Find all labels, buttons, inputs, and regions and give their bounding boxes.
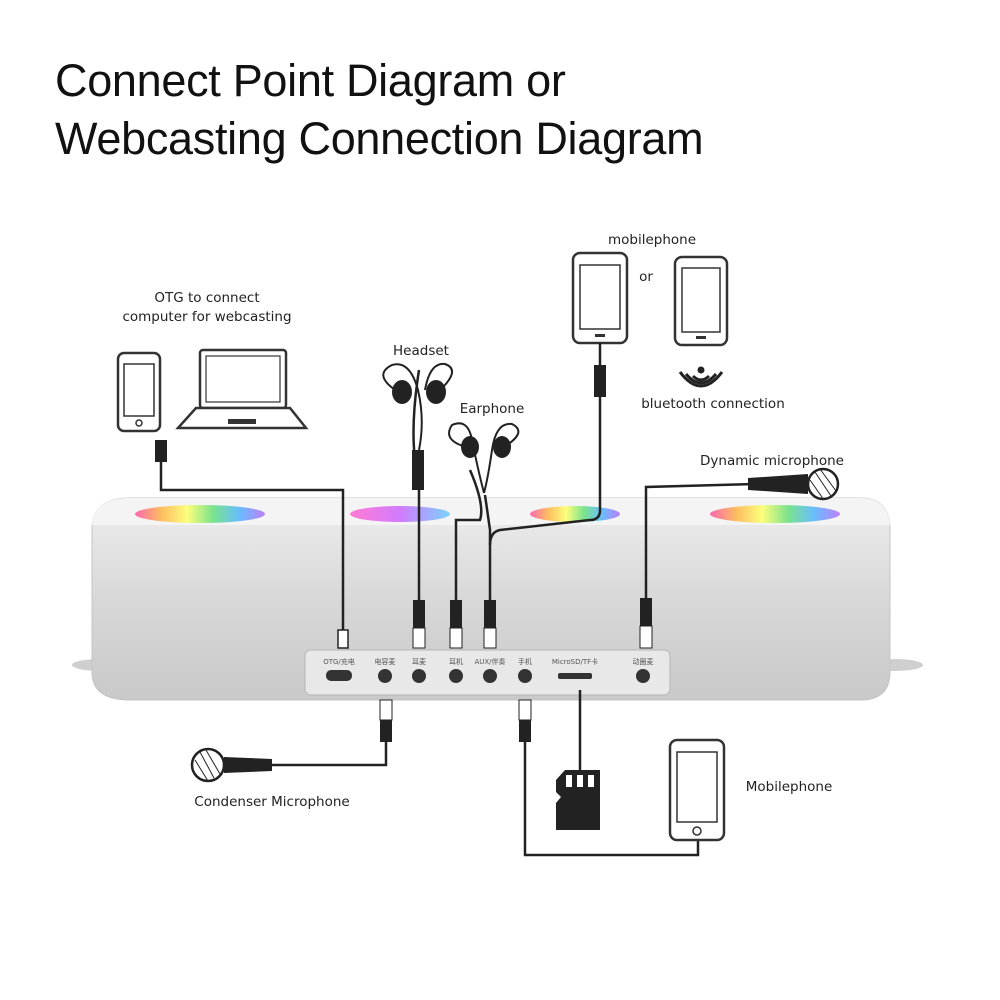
mobile-phone-bluetooth-icon	[673, 255, 729, 347]
jack-phone	[518, 669, 532, 683]
otg-usbc-plug	[337, 629, 349, 649]
rgb-light-4	[710, 505, 840, 523]
jack-earphone	[449, 669, 463, 683]
earphone-plug	[450, 600, 462, 628]
mobile-phone-wired-icon	[571, 251, 629, 365]
rgb-light-2	[350, 506, 450, 522]
usb-c-port	[326, 670, 352, 681]
headset-inline-remote	[412, 450, 424, 490]
microsd-card-icon	[556, 770, 600, 830]
port-label-phone: 手机	[518, 657, 532, 666]
title-line-1: Connect Point Diagram or	[55, 55, 566, 106]
mobile-cable	[523, 740, 700, 857]
mixer-device: OTG/充电 电容麦 耳麦 耳机 AUX/伴奏 手机 MicroSD/TF卡 动…	[72, 497, 923, 701]
jack-condenser	[378, 669, 392, 683]
port-label-headset: 耳麦	[412, 657, 426, 666]
title-line-2: Webcasting Connection Diagram	[55, 113, 704, 164]
label-mobilephone-top: mobilephone	[608, 232, 696, 248]
dynamic-microphone-icon	[748, 467, 840, 501]
condenser-plug-tip	[379, 699, 393, 721]
port-label-microsd: MicroSD/TF卡	[552, 657, 598, 666]
bluetooth-wave-icon	[678, 366, 724, 388]
microsd-slot	[558, 673, 592, 679]
aux-plug	[484, 600, 496, 628]
label-condenser-microphone: Condenser Microphone	[194, 794, 349, 810]
port-label-aux: AUX/伴奏	[474, 657, 505, 666]
mobile-phone-bottom-icon	[668, 738, 726, 842]
condenser-plug	[380, 720, 392, 742]
phone-plug-tip	[518, 699, 532, 721]
earphone-plug-tip	[449, 627, 463, 649]
condenser-mic-cable	[270, 740, 388, 767]
condenser-microphone-icon	[190, 747, 272, 783]
otg-cable	[159, 462, 345, 645]
dynamic-plug-tip	[639, 625, 653, 649]
dynamic-mic-cable	[644, 482, 756, 600]
label-dynamic-microphone: Dynamic microphone	[700, 453, 844, 469]
jack-dynamic	[636, 669, 650, 683]
earphone-icon	[448, 422, 520, 494]
rgb-light-3	[530, 506, 620, 522]
label-earphone: Earphone	[460, 401, 525, 417]
label-bluetooth: bluetooth connection	[641, 396, 785, 412]
connector-plugs	[155, 365, 653, 742]
cables	[159, 369, 756, 857]
otg-phone-icon	[116, 351, 162, 433]
phone-plug	[519, 720, 531, 742]
headset-icon	[382, 362, 453, 451]
jack-headset	[412, 669, 426, 683]
port-label-dynamic: 动圈麦	[633, 657, 654, 666]
diagram-title: Connect Point Diagram or Webcasting Conn…	[55, 52, 704, 168]
label-otg-line-1: OTG to connect	[154, 290, 259, 306]
aux-cable	[488, 395, 602, 546]
headset-plug-tip	[412, 627, 426, 649]
port-label-condenser: 电容麦	[375, 657, 396, 666]
dynamic-plug	[640, 598, 652, 626]
laptop-icon	[175, 348, 309, 430]
label-headset: Headset	[393, 343, 449, 359]
earphone-cable-right	[483, 494, 492, 605]
mobile-top-plug	[594, 365, 606, 397]
headset-plug	[413, 600, 425, 628]
aux-plug-tip	[483, 627, 497, 649]
label-otg-line-2: computer for webcasting	[122, 309, 291, 325]
port-label-earphone: 耳机	[449, 657, 463, 666]
port-label-otg: OTG/充电	[323, 657, 355, 666]
otg-usb-plug	[155, 440, 167, 462]
rgb-light-1	[135, 505, 265, 523]
jack-aux	[483, 669, 497, 683]
label-or: or	[639, 269, 653, 285]
device-top	[92, 498, 890, 525]
label-mobilephone-bottom: Mobilephone	[746, 779, 833, 795]
earphone-cable-left	[454, 469, 483, 605]
